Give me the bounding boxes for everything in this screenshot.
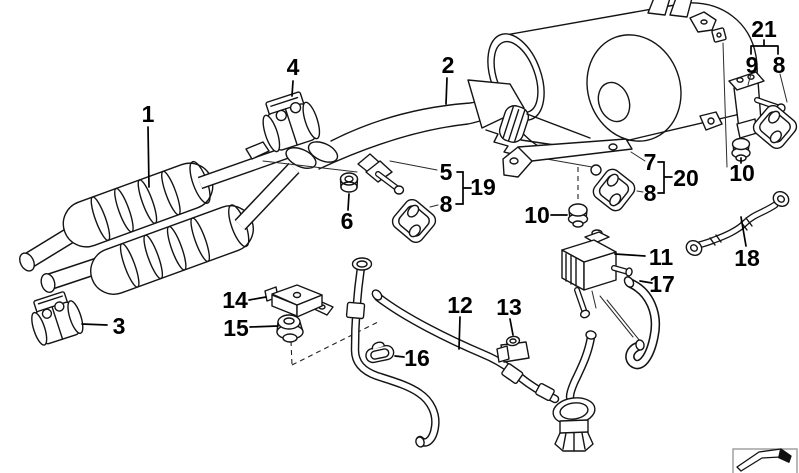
bracket-14-part-drawing bbox=[264, 284, 334, 318]
callout-8-group21: 8 bbox=[773, 52, 786, 78]
callout-9: 9 bbox=[746, 52, 759, 78]
rubber-mounting-8-part-21 bbox=[752, 104, 798, 150]
group-19-bracket bbox=[455, 171, 472, 205]
clamp-3-part-drawing bbox=[31, 291, 84, 346]
callout-16: 16 bbox=[404, 345, 430, 371]
callout-19: 19 bbox=[470, 174, 496, 200]
clip-13-part bbox=[496, 335, 530, 363]
valve-11-part-drawing bbox=[561, 229, 641, 342]
rubber-mounting-8-part-19 bbox=[391, 198, 437, 244]
callout-7: 7 bbox=[644, 149, 657, 175]
callout-10-right: 10 bbox=[729, 160, 755, 186]
direction-arrow-box bbox=[732, 448, 798, 473]
holder-5-part-drawing bbox=[339, 153, 405, 195]
center-pipe-drawing bbox=[307, 79, 591, 170]
callout-18: 18 bbox=[734, 245, 760, 271]
grommet-10-right-part bbox=[731, 137, 751, 162]
callout-6: 6 bbox=[341, 208, 354, 234]
callout-5: 5 bbox=[440, 159, 453, 185]
callout-2: 2 bbox=[442, 52, 455, 78]
tailpipe-stub bbox=[669, 0, 693, 18]
rubber-mounting-8-part-20 bbox=[592, 168, 636, 212]
callout-17: 17 bbox=[649, 271, 675, 297]
hose-17-part-drawing bbox=[623, 276, 661, 370]
grommet-15-part-drawing bbox=[276, 314, 304, 343]
grommet-10-left-part bbox=[567, 203, 589, 228]
callout-20: 20 bbox=[673, 165, 699, 191]
callout-12: 12 bbox=[447, 292, 473, 318]
welded-flange bbox=[245, 141, 270, 160]
callout-14: 14 bbox=[222, 287, 248, 313]
callout-8-group20: 8 bbox=[644, 180, 657, 206]
vacuum-hose-12-drawing bbox=[345, 257, 597, 452]
callout-1: 1 bbox=[142, 101, 155, 127]
bracket-7-part-drawing bbox=[502, 138, 633, 178]
callout-3: 3 bbox=[113, 313, 126, 339]
callout-leader-lines bbox=[81, 39, 788, 358]
ground-strap-18-drawing bbox=[685, 190, 790, 257]
callout-4: 4 bbox=[287, 54, 300, 80]
callout-11: 11 bbox=[649, 244, 674, 270]
callout-labels: 1 2 3 4 5 6 7 8 8 8 9 10 10 11 12 13 14 … bbox=[113, 16, 786, 371]
clip-16-part bbox=[365, 341, 395, 364]
group-20-bracket bbox=[657, 161, 673, 194]
front-catalyst-assembly-drawing bbox=[19, 141, 317, 295]
callout-13: 13 bbox=[496, 294, 522, 320]
reference-lines bbox=[262, 42, 728, 366]
clamp-4-part-drawing bbox=[262, 91, 321, 153]
flex-coupling bbox=[498, 105, 530, 143]
pipe-bracket bbox=[485, 129, 513, 155]
hose-grommet-rivet bbox=[552, 397, 596, 452]
callout-21: 21 bbox=[751, 16, 777, 42]
tailpipe-stub bbox=[647, 0, 671, 16]
group-21-bracket bbox=[750, 39, 779, 55]
callout-8-group19: 8 bbox=[440, 191, 453, 217]
callout-10-left: 10 bbox=[524, 202, 550, 228]
callout-15: 15 bbox=[223, 315, 249, 341]
